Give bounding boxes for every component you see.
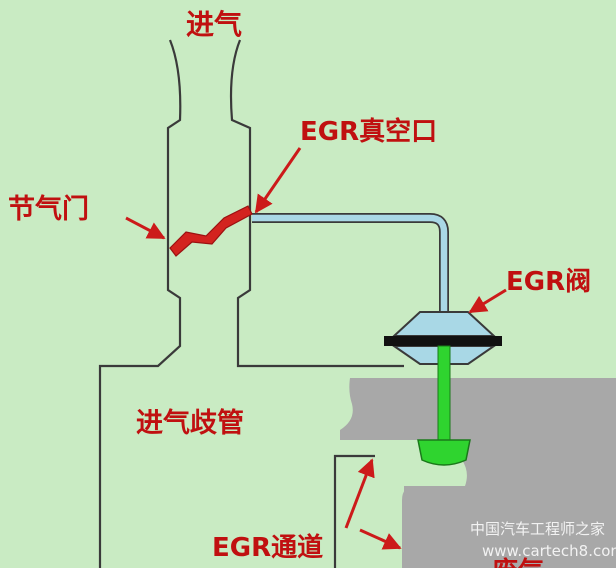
egr-valve-pointer-arrow — [468, 288, 507, 314]
egr-passage-column — [404, 486, 466, 568]
manifold-inner-wall — [333, 454, 375, 568]
intake-label: 进气 — [186, 8, 242, 41]
egr-passage-label: EGR通道 — [212, 532, 323, 563]
egr-valve-head — [417, 439, 471, 466]
egr-vacuum-port-label: EGR真空口 — [300, 116, 437, 147]
exhaust-partial-label: 废气 — [492, 556, 544, 568]
egr-valve-housing-top — [391, 311, 497, 337]
watermark-site-name: 中国汽车工程师之家 — [470, 520, 605, 538]
throttle-pointer-arrow — [125, 216, 166, 240]
intake-tract-outline — [98, 39, 182, 568]
egr-vacuum-tube — [252, 213, 449, 318]
throttle-label: 节气门 — [8, 194, 89, 225]
watermark-url: www.cartech8.com — [482, 542, 616, 560]
throttle-plate — [169, 205, 253, 257]
intake-manifold-label: 进气歧管 — [136, 408, 244, 439]
intake-tract-outline-right — [229, 39, 404, 368]
egr-passage-pointer-arrow-2 — [359, 528, 402, 550]
vacuum-port-pointer-arrow — [254, 147, 302, 214]
egr-passage-pointer-arrow-1 — [344, 458, 375, 529]
egr-valve-label: EGR阀 — [506, 267, 591, 297]
egr-valve-stem — [437, 345, 451, 441]
egr-valve-diaphragm — [384, 336, 502, 346]
